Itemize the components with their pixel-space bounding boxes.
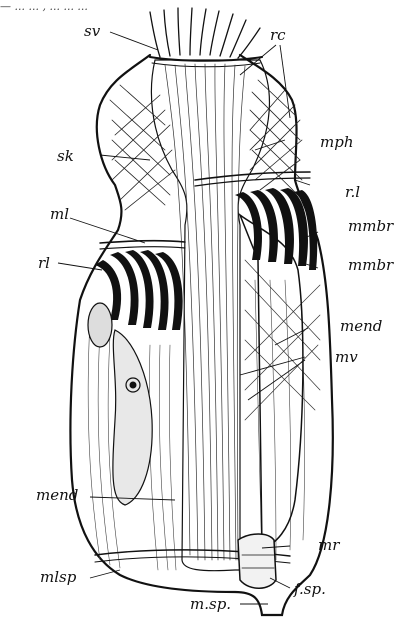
left-organ bbox=[88, 303, 112, 347]
ring-band-right bbox=[195, 172, 310, 180]
right-muscle-bands bbox=[235, 188, 317, 270]
label-ml: ml bbox=[50, 207, 69, 222]
label-mr: mr bbox=[318, 538, 339, 553]
label-mv: mv bbox=[335, 350, 358, 365]
label-rl-right: r.l bbox=[345, 185, 360, 200]
label-mph: mph bbox=[320, 135, 354, 150]
label-mmbr-2: mmbr bbox=[348, 258, 393, 273]
label-sk: sk bbox=[57, 149, 74, 164]
label-rc: rc bbox=[270, 28, 286, 43]
label-fsp: f.sp. bbox=[294, 582, 326, 597]
atrial-siphon bbox=[238, 534, 276, 588]
siphon-tentacles bbox=[150, 8, 260, 58]
label-rl-left: rl bbox=[38, 256, 50, 271]
label-mlsp: mlsp bbox=[40, 570, 76, 585]
label-sv: sv bbox=[84, 24, 100, 39]
gonad bbox=[113, 330, 152, 505]
label-mend-left: mend bbox=[36, 488, 78, 503]
right-body-striations bbox=[255, 280, 305, 565]
label-msp: m.sp. bbox=[190, 597, 231, 612]
label-mmbr-1: mmbr bbox=[348, 219, 393, 234]
label-mend-right: mend bbox=[340, 319, 382, 334]
pharynx-wall bbox=[151, 60, 269, 571]
